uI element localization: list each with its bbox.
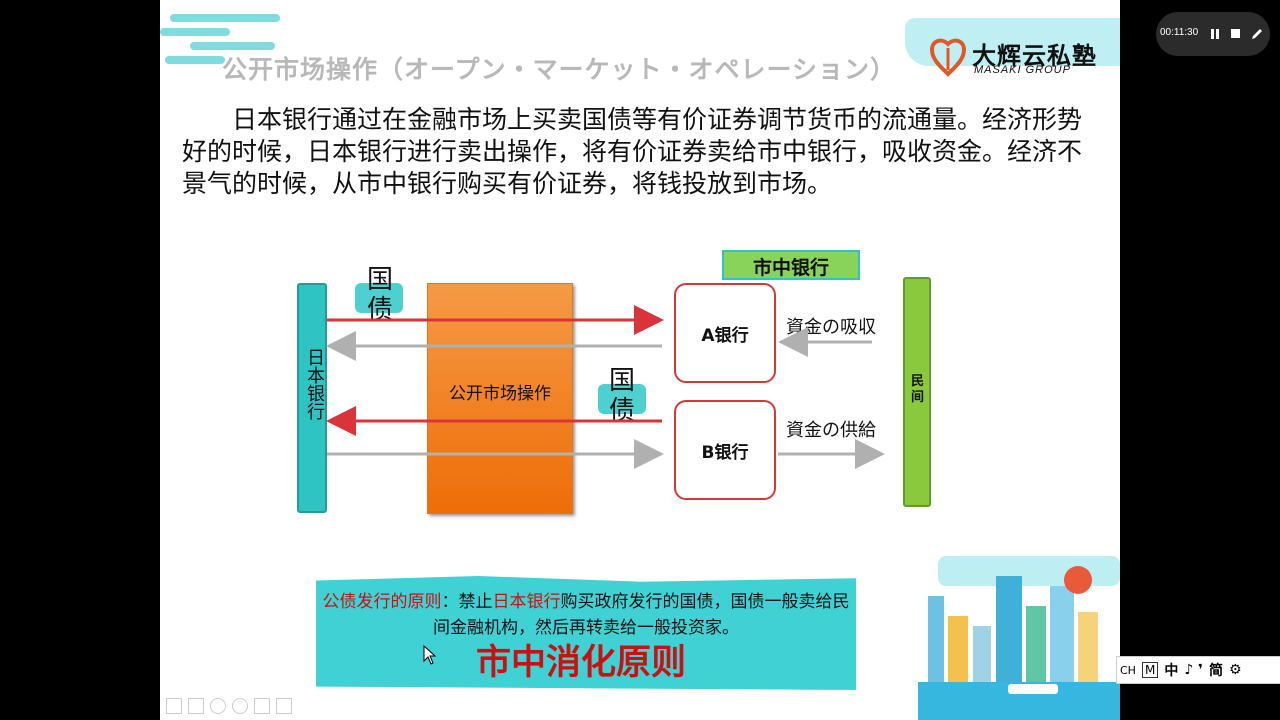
city-bank-header-label: 市中银行 [752,257,829,279]
slide-paragraph: 日本银行通过在金融市场上买卖国债等有价证券调节货币的流通量。经济形势好的时候，日… [182,105,1083,198]
mouse-cursor-icon [423,645,437,665]
bank-b-label: B银行 [701,442,749,463]
bank-a-label: A银行 [701,325,749,346]
pause-button[interactable] [1210,28,1222,40]
bond-tag-2 [598,384,646,414]
principle-banner [316,576,856,690]
bond-label-2: 国债 [608,366,635,426]
private-sector-label: 民间 [911,374,925,405]
market-operation-block [427,283,573,514]
zoom-tool-icon[interactable] [210,698,226,714]
bank-b-box: B银行 [674,400,776,500]
ime-lang[interactable]: CH [1120,663,1136,677]
eraser-tool-icon[interactable] [254,698,270,714]
pointer-tool-icon[interactable] [276,698,292,714]
decor-top-left [160,14,290,64]
annotation-toolbar [166,698,292,714]
recording-timer: 00:11:30 [1160,27,1199,38]
pen-tool-icon[interactable] [166,698,182,714]
private-sector-bar [903,277,931,507]
video-controls: 00:11:30 [1156,12,1270,56]
bond-label-1: 国债 [366,265,393,325]
annotate-button[interactable] [1250,26,1264,40]
flow-supply-label: 資金の供給 [786,420,876,441]
city-bank-header [722,250,860,280]
logo-icon [929,38,967,77]
presentation-slide: 大辉云私塾 MASAKI GROUP 公开市场操作（オープン・マーケット・オペレ… [160,0,1120,720]
principle-boj: 日本银行 [492,592,561,612]
view-tool-icon[interactable] [232,698,248,714]
pencil-icon [1252,29,1262,39]
logo-subtitle: MASAKI GROUP [974,64,1071,76]
market-operation-label: 公开市场操作 [449,384,551,404]
ime-m[interactable]: M [1141,662,1159,678]
brand-logo: 大辉云私塾 MASAKI GROUP [928,36,1103,82]
logo-name: 大辉云私塾 [972,42,1097,70]
principle-rest: 购买政府发行的国债，国债一般卖给民间金融机构，然后再转卖给一般投资家。 [433,592,850,638]
stop-button[interactable] [1230,28,1242,40]
slide-tool-icon[interactable] [188,698,204,714]
principle-text: 公债发行的原则：禁止日本银行购买政府发行的国债，国债一般卖给民间金融机构，然后再… [320,589,852,641]
principle-term: 公债发行的原则 [322,592,442,612]
bank-a-box: A银行 [674,283,776,383]
principle-title: 市中消化原则 [476,642,687,683]
slide-title: 公开市场操作（オープン・マーケット・オペレーション） [222,55,897,84]
ime-simplified[interactable]: 简 [1208,663,1223,679]
flow-absorb-label: 資金の吸収 [786,317,876,338]
bond-tag-1 [355,283,403,313]
boj-bar [297,283,327,513]
principle-sep: ：禁止 [441,592,493,612]
gear-icon[interactable]: ⚙ [1228,662,1242,678]
ime-symbols[interactable]: ♪ ❜ [1184,662,1203,678]
city-illustration [918,556,1120,720]
ime-mode[interactable]: 中 [1164,663,1179,679]
boj-label: 日本银行 [304,348,325,420]
pause-icon [1211,29,1214,39]
ime-tray: CH M 中 ♪ ❜ 简 ⚙ [1116,656,1280,684]
stop-icon [1231,29,1240,38]
